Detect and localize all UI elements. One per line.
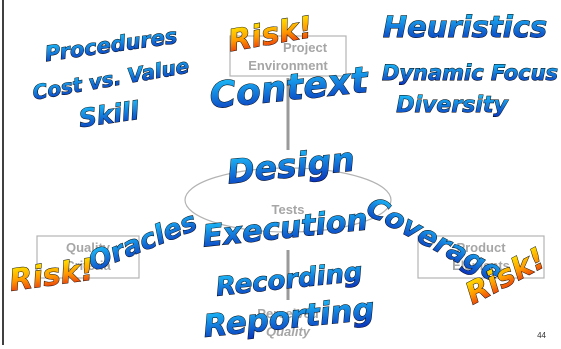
wordart-oracles: Oracles	[84, 206, 201, 278]
project-environment-box	[229, 35, 347, 77]
wordart-heuristics: Heuristics	[383, 10, 547, 44]
wordart-dynamic-focus: Dynamic Focus	[382, 61, 558, 85]
tests-label: Tests	[272, 202, 305, 217]
tests-ellipse	[184, 167, 392, 233]
wordart-context: Context	[208, 60, 372, 118]
product-elements-line1: Product	[456, 240, 506, 255]
wordart-design: Design	[225, 139, 356, 191]
wordart-skill: Skill	[77, 96, 141, 133]
quality-criteria-line1: Quality	[66, 240, 111, 255]
project-environment-line1: Project	[283, 40, 328, 55]
wordart-diversity: Diversity	[396, 93, 509, 118]
wordart-risk-left: Risk!	[7, 252, 96, 298]
project-environment-line2: Environment	[248, 58, 328, 73]
perceived-quality-line1: Perceived	[257, 306, 318, 321]
page-number: 44	[537, 331, 546, 340]
product-elements-line2: Elements	[452, 258, 510, 273]
quality-criteria-box	[36, 235, 140, 279]
quality-criteria-line2: Criteria	[65, 258, 111, 273]
product-elements-box	[417, 235, 545, 279]
wordart-execution: Execution	[201, 202, 370, 254]
perceived-quality-line2: Quality	[266, 324, 311, 339]
